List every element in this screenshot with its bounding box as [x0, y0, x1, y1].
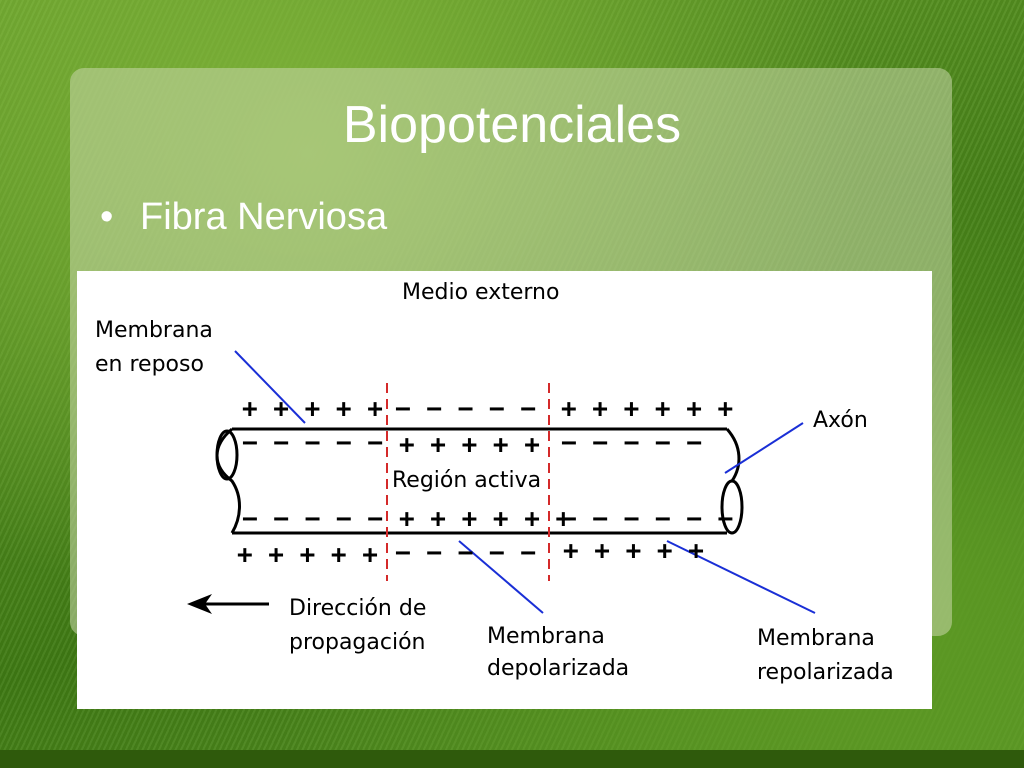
label-membrana-reposo-2: en reposo — [95, 352, 204, 377]
axon-tube — [215, 427, 744, 535]
bullet-marker: • — [100, 196, 114, 238]
charges-top-outer-3: + + + + + + — [561, 394, 733, 424]
label-repolarizada-2: repolarizada — [757, 660, 894, 685]
charges-top-inner-2: + + + + + — [399, 430, 540, 460]
pointer-lines — [234, 350, 816, 614]
charges-bottom-outer-2: − − − − − — [395, 538, 536, 568]
active-region-boundaries — [386, 383, 550, 581]
charges-top-inner-3: − − − − − — [561, 428, 702, 458]
slide-title: Biopotenciales — [342, 96, 682, 154]
charges-bottom-inner-3: − − − − − − — [561, 504, 733, 534]
nerve-fiber-diagram: Medio externo Membrana en reposo Axón Re… — [77, 271, 932, 709]
pointer-depolarizada — [458, 540, 544, 614]
charges-top-outer-2: − − − − − — [395, 394, 536, 424]
label-region-activa: Región activa — [392, 468, 541, 493]
label-repolarizada-1: Membrana — [757, 626, 875, 651]
label-depolarizada-1: Membrana — [487, 624, 605, 649]
bullet-text: Fibra Nerviosa — [140, 196, 388, 238]
label-direccion-1: Dirección de — [289, 596, 426, 621]
axon-left-end — [215, 427, 241, 534]
bullet-item: • Fibra Nerviosa — [100, 192, 387, 242]
axon-left-cap — [215, 429, 239, 481]
pointer-reposo — [234, 350, 306, 424]
label-medio-externo: Medio externo — [402, 280, 559, 305]
axon-right-end — [725, 428, 741, 482]
axon-right-cap — [720, 479, 744, 535]
charges-top-outer-1: + + + + + — [242, 394, 383, 424]
propagation-arrow-icon — [187, 594, 269, 614]
bottom-strip — [0, 750, 1024, 768]
charges-bottom-inner-2: + + + + + + — [399, 504, 571, 534]
charges-bottom-inner-1: − − − − − — [242, 504, 383, 534]
label-direccion-2: propagación — [289, 630, 426, 655]
charges-bottom-outer-1: + + + + + — [237, 540, 378, 570]
charges-top-inner-1: − − − − − — [242, 428, 383, 458]
label-depolarizada-2: depolarizada — [487, 656, 629, 681]
label-axon: Axón — [813, 408, 868, 433]
charges-bottom-outer-3: + + + + + — [563, 536, 704, 566]
label-membrana-reposo-1: Membrana — [95, 318, 213, 343]
pointer-repolarizada — [666, 540, 816, 614]
pointer-axon — [724, 422, 804, 474]
diagram-svg: Medio externo Membrana en reposo Axón Re… — [95, 280, 894, 685]
